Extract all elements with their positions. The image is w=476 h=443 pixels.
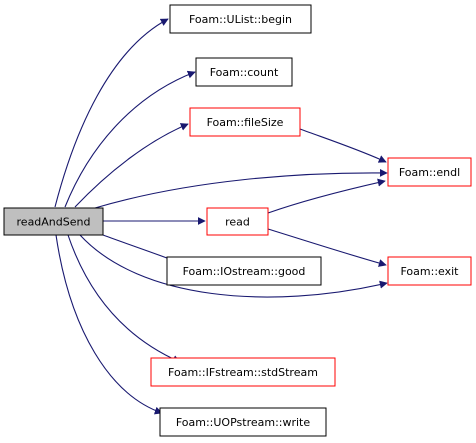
edge-read-to-exit	[267, 228, 387, 267]
node-label: Foam::IFstream::stdStream	[168, 366, 318, 379]
node-label: readAndSend	[17, 216, 91, 229]
node-label: Foam::UOPstream::write	[176, 416, 311, 429]
edges	[54, 18, 388, 415]
node-ifstream-stdstream[interactable]: Foam::IFstream::stdStream	[150, 357, 336, 387]
node-label: Foam::UList::begin	[189, 13, 292, 26]
edge-root-to-exit	[79, 234, 388, 298]
node-label: Foam::exit	[401, 265, 460, 278]
node-read-and-send[interactable]: readAndSend	[3, 207, 104, 236]
node-label: Foam::endl	[399, 166, 460, 179]
node-read[interactable]: read	[206, 207, 269, 236]
edge-root-to-uopstream-write	[55, 234, 163, 415]
node-filesize[interactable]: Foam::fileSize	[189, 107, 301, 137]
node-ulist-begin[interactable]: Foam::UList::begin	[169, 4, 312, 34]
edge-root-to-ulist-begin	[54, 18, 169, 208]
node-count[interactable]: Foam::count	[195, 57, 293, 87]
node-exit[interactable]: Foam::exit	[387, 256, 472, 286]
node-uopstream-write[interactable]: Foam::UOPstream::write	[159, 407, 327, 437]
edge-root-to-count	[64, 70, 196, 208]
node-label: Foam::count	[210, 66, 279, 79]
edge-root-to-ifstream-stdstream	[67, 234, 181, 363]
edge-filesize-to-endl	[299, 128, 387, 163]
node-label: Foam::fileSize	[207, 116, 284, 129]
node-label: read	[225, 216, 250, 229]
node-iostream-good[interactable]: Foam::IOstream::good	[166, 256, 322, 286]
edge-root-to-filesize	[74, 123, 189, 208]
node-label: Foam::IOstream::good	[183, 265, 306, 278]
edge-root-to-endl	[94, 168, 388, 209]
edge-read-to-endl	[267, 178, 386, 214]
node-endl[interactable]: Foam::endl	[387, 157, 472, 187]
